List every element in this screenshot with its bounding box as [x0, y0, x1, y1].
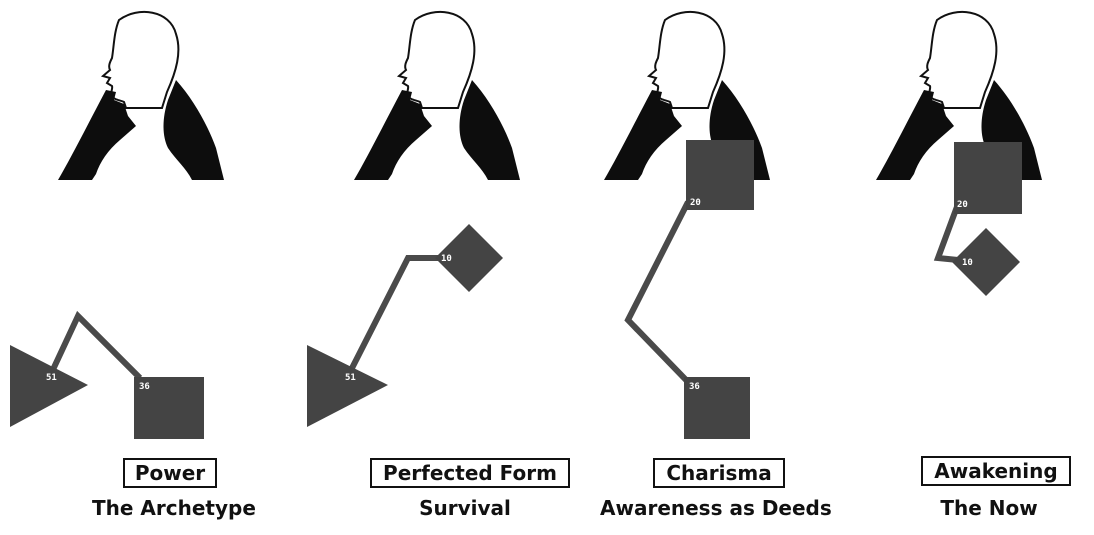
square-shape-20	[686, 140, 754, 210]
shape-label: 36	[689, 382, 700, 392]
triangle-shape-51	[10, 345, 88, 427]
panel-subtitle-archetype: The Archetype	[92, 496, 256, 520]
shape-label: 10	[441, 254, 452, 264]
panel-title-awakening: Awakening	[921, 456, 1071, 486]
panel-1-graph: 51 36	[10, 310, 204, 439]
connector-line	[345, 255, 446, 378]
square-shape-36	[134, 377, 204, 439]
panel-title-perfected-form: Perfected Form	[370, 458, 570, 488]
square-shape-20	[954, 142, 1022, 214]
shape-label: 20	[957, 200, 968, 210]
shape-label: 51	[46, 373, 57, 383]
shape-label: 10	[962, 258, 973, 268]
panel-title-power: Power	[123, 458, 217, 488]
square-shape-36	[684, 377, 750, 439]
shape-label: 36	[139, 382, 150, 392]
shape-label: 20	[690, 198, 701, 208]
connector-line	[47, 310, 143, 381]
panel-4-graph: 20 10	[933, 142, 1022, 296]
head-silhouette-1	[57, 10, 225, 181]
panel-subtitle-the-now: The Now	[940, 496, 1038, 520]
diamond-shape-10	[952, 228, 1020, 296]
connector-line	[933, 202, 961, 263]
shape-label: 51	[345, 373, 356, 383]
panel-subtitle-survival: Survival	[419, 496, 511, 520]
panel-2-graph: 51 10	[307, 224, 503, 427]
triangle-shape-51	[307, 345, 388, 427]
panel-title-charisma: Charisma	[653, 458, 785, 488]
panel-3-graph: 20 36	[624, 140, 754, 439]
connector-line	[624, 200, 691, 385]
diamond-shape-10	[435, 224, 503, 292]
panel-subtitle-awareness-as-deeds: Awareness as Deeds	[600, 496, 832, 520]
head-silhouette-2	[353, 10, 521, 181]
